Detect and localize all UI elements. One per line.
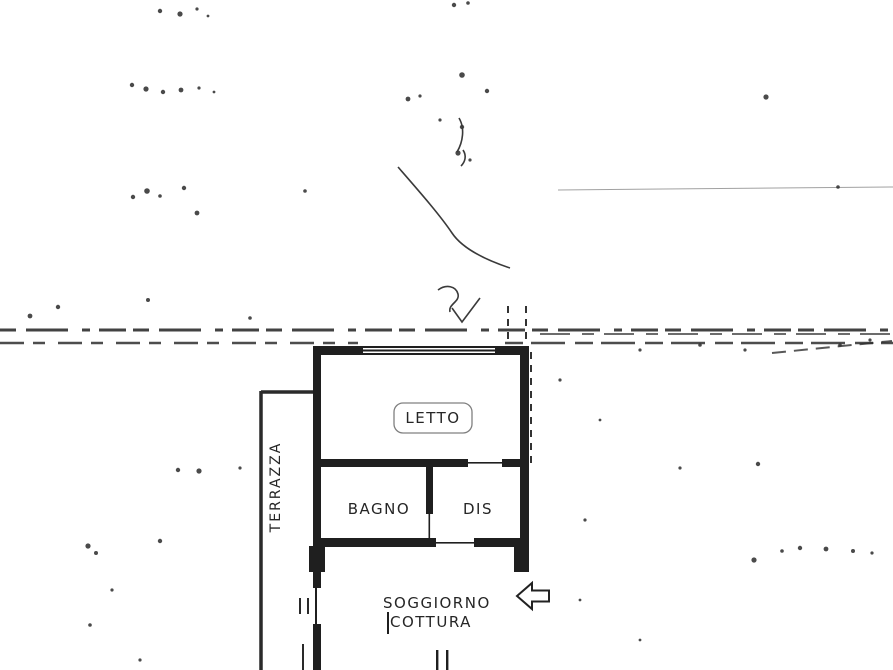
scan-noise-lines	[0, 186, 893, 354]
scan-noise-squiggles	[397, 117, 511, 324]
room-label-bagno: BAGNO	[347, 500, 411, 518]
scan-noise-specks	[27, 1, 874, 662]
apartment-walls	[309, 346, 529, 670]
letto-label-outline	[393, 402, 473, 434]
room-label-soggiorno-line1: SOGGIORNO	[383, 594, 491, 612]
room-label-dis: DIS	[463, 500, 493, 518]
room-label-letto: LETTO	[405, 409, 461, 427]
entrance-arrow-icon	[515, 580, 550, 612]
room-label-soggiorno-line2: COTTURA	[390, 613, 472, 631]
terrazza-walls	[259, 390, 313, 670]
room-label-terrazza: TERRAZZA	[268, 441, 284, 533]
dashed-boundary-lines	[507, 306, 532, 468]
